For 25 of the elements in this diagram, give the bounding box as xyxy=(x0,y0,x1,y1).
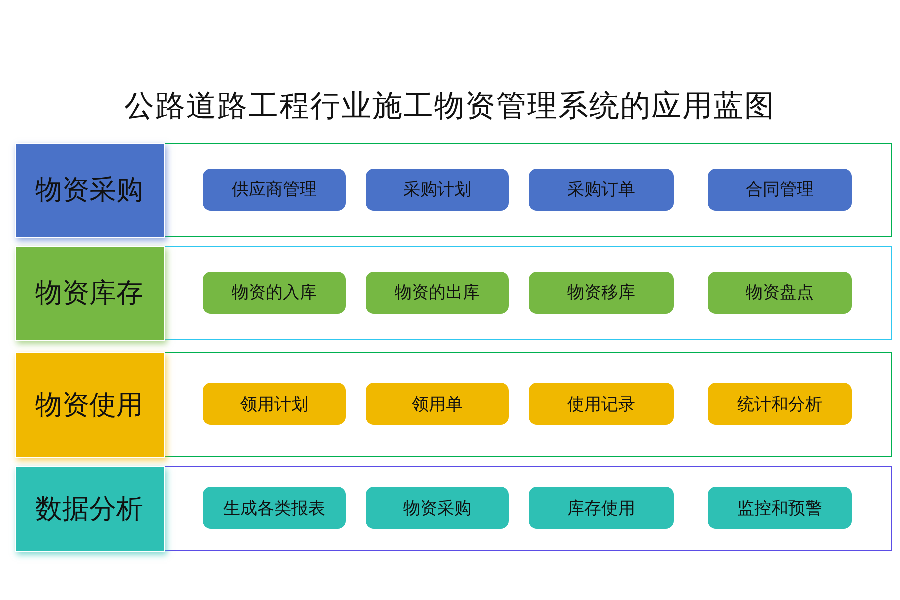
row-panel xyxy=(15,246,892,340)
category-heading: 物资库存 xyxy=(14,246,164,340)
module-box: 物资盘点 xyxy=(708,272,852,314)
row-panel xyxy=(15,466,892,551)
row-panel xyxy=(15,352,892,457)
module-box: 领用计划 xyxy=(203,383,346,425)
category-heading: 物资使用 xyxy=(14,352,164,458)
module-box: 物资的入库 xyxy=(203,272,346,314)
row-panel xyxy=(15,143,892,237)
module-box: 生成各类报表 xyxy=(203,487,346,529)
module-box: 物资移库 xyxy=(529,272,674,314)
module-box: 使用记录 xyxy=(529,383,674,425)
module-box: 库存使用 xyxy=(529,487,674,529)
category-heading: 数据分析 xyxy=(14,466,164,552)
module-box: 监控和预警 xyxy=(708,487,852,529)
diagram-title: 公路道路工程行业施工物资管理系统的应用蓝图 xyxy=(124,88,776,126)
module-box: 采购订单 xyxy=(529,168,674,210)
module-box: 合同管理 xyxy=(708,168,852,210)
module-box: 物资采购 xyxy=(366,487,509,529)
module-box: 统计和分析 xyxy=(708,383,852,425)
category-heading: 物资采购 xyxy=(14,142,164,238)
module-box: 领用单 xyxy=(366,383,509,425)
module-box: 物资的出库 xyxy=(366,272,509,314)
module-box: 供应商管理 xyxy=(203,168,346,210)
module-box: 采购计划 xyxy=(366,168,509,210)
